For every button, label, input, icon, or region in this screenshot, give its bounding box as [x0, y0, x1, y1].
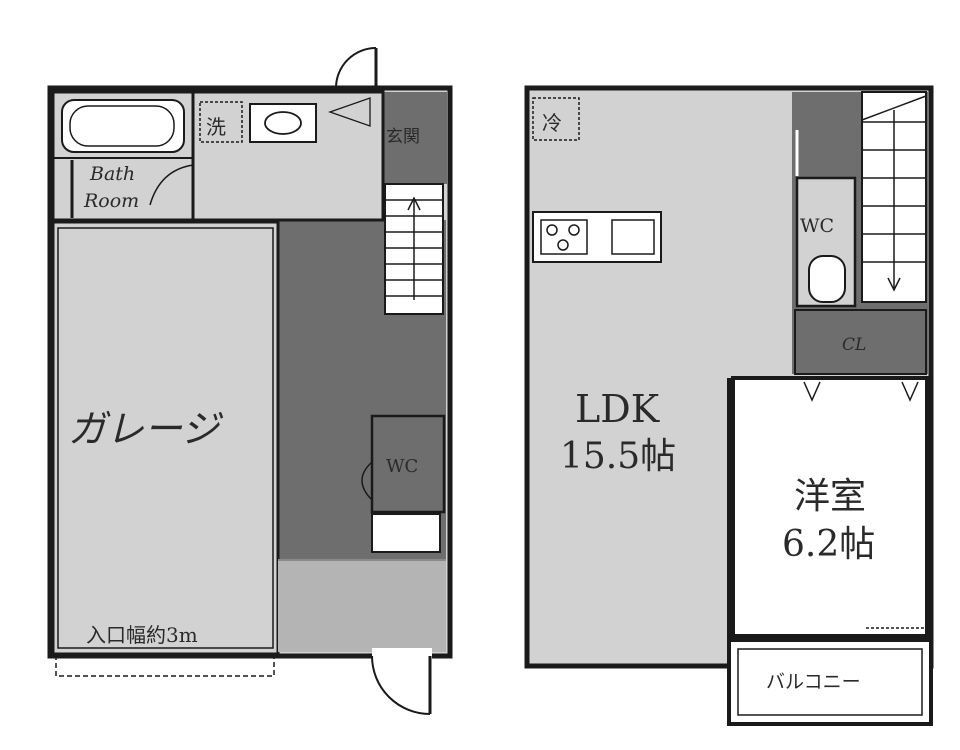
closet [794, 309, 927, 375]
toilet [808, 255, 846, 303]
closet-door-2 [901, 381, 919, 402]
entrance-door-arc [335, 47, 377, 89]
floor-2: 冷 LDK 15.5帖 WC CL [524, 85, 934, 726]
fridge-label: 冷 [542, 111, 562, 135]
floor1-wc-fixture [371, 513, 441, 553]
entrance-label: 玄関 [386, 127, 420, 147]
floor1-bottom-opening [372, 648, 432, 660]
floor1-wc [370, 414, 446, 514]
burner-3 [557, 239, 569, 251]
floor-1: Bath Room 洗 玄関 ガレージ 入口幅約3m [47, 47, 453, 715]
bathtub-inner [69, 105, 175, 147]
garage-opening [55, 655, 275, 677]
balcony-inner [737, 648, 923, 716]
washer-spot [199, 101, 243, 143]
burner-1 [546, 224, 558, 236]
bedroom-size: 6.2帖 [782, 524, 875, 565]
floor2-stair-arrow-head [887, 277, 901, 292]
garage-floor [57, 227, 274, 649]
floor1-storage [278, 560, 446, 652]
ldk-size: 15.5帖 [560, 436, 676, 477]
fridge-spot [532, 97, 580, 141]
wash-basin-bowl [264, 111, 302, 135]
floor1-wc-door-arc [361, 461, 373, 501]
balcony-label: バルコニー [766, 671, 861, 693]
stove [540, 219, 588, 255]
ldk-label: LDK [575, 387, 660, 431]
closet-door-1 [803, 381, 821, 402]
floor1-entrance-floor [383, 92, 447, 184]
balcony [727, 638, 933, 726]
garage-label: ガレージ [68, 407, 223, 451]
bathroom-label-line1: Bath [89, 163, 135, 185]
garage [51, 220, 280, 656]
kitchen-sink [611, 219, 655, 255]
floor1-wc-label: WC [386, 456, 418, 477]
burner-2 [568, 224, 580, 236]
garage-width-label: 入口幅約3m [86, 623, 198, 647]
bathroom-door-arc [149, 164, 194, 206]
floor2-wc-label: WC [800, 215, 834, 237]
floor1-bottom-door-arc [371, 655, 431, 715]
washer-label: 洗 [206, 115, 226, 139]
washroom-door-swing [328, 97, 371, 127]
floor1-stair-arrow-head [407, 196, 421, 211]
bathroom-label-line2: Room [83, 190, 139, 212]
wash-basin [249, 103, 317, 143]
bedroom-label: 洋室 [794, 476, 866, 517]
bedroom [731, 376, 929, 638]
closet-label: CL [842, 335, 866, 355]
